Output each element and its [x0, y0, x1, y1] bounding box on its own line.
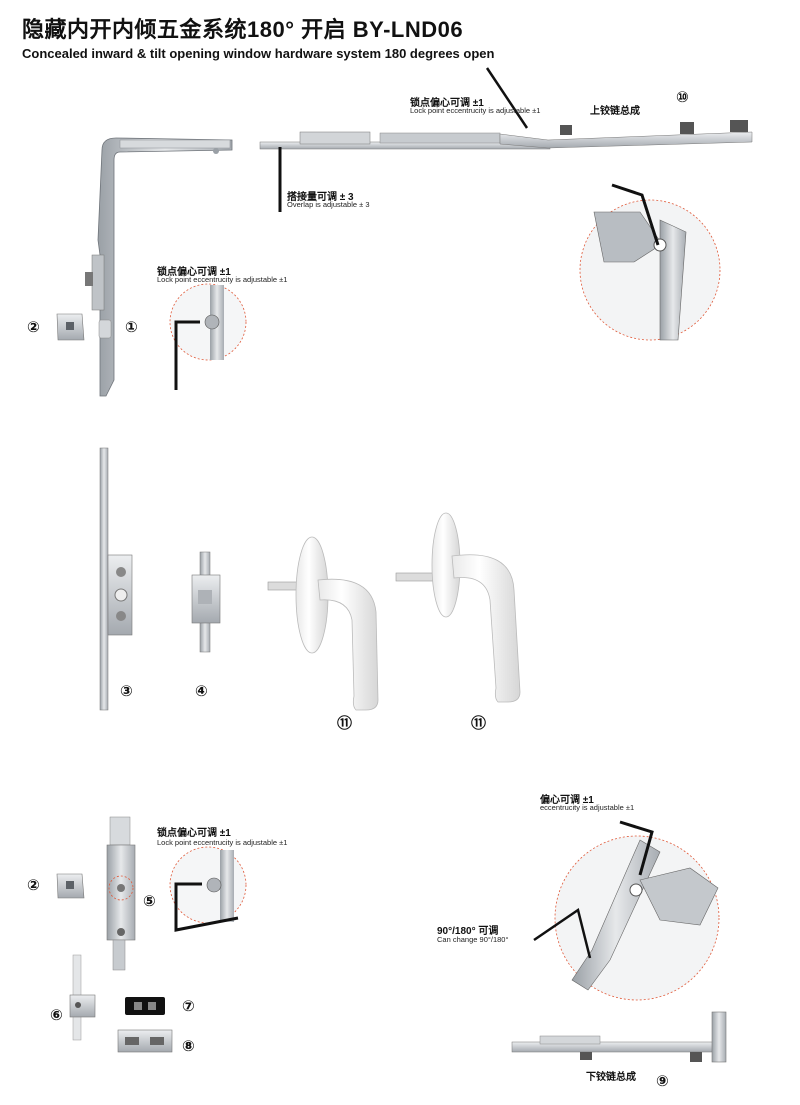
page-title: 隐藏内开内倾五金系统180° 开启 BY-LND06	[22, 17, 464, 42]
page-subtitle: Concealed inward & tilt opening window h…	[22, 46, 495, 61]
marker-11-left: ⑪	[337, 715, 353, 732]
upper-hinge-detail-circle	[579, 183, 721, 341]
lock-rod-5	[106, 816, 136, 971]
marker-1: ①	[125, 319, 138, 336]
keeper-2-lower	[56, 873, 85, 899]
keeper-2	[56, 313, 85, 341]
marker-6: ⑥	[50, 1007, 63, 1024]
lower-hinge-detail-circle	[533, 820, 720, 1001]
part-7	[125, 997, 165, 1015]
lower-hinge-assembly	[511, 1011, 727, 1063]
marker-8: ⑧	[182, 1038, 195, 1055]
marker-2-upper: ②	[27, 319, 40, 336]
angle-label: 90°/180° 可调	[437, 926, 499, 937]
marker-9: ⑨	[656, 1073, 669, 1090]
part-8	[117, 1029, 173, 1053]
marker-7: ⑦	[182, 998, 195, 1015]
drive-rod-3	[99, 447, 133, 711]
left-lock-label: 锁点偏心可调 ±1	[157, 267, 231, 278]
left-lock-sublabel: Lock point eccentrucity is adjustable ±1	[157, 275, 288, 284]
angle-sublabel: Can change 90°/180°	[437, 935, 509, 944]
mid-lock-label: 锁点偏心可调 ±1	[157, 828, 231, 839]
part-6	[69, 954, 96, 1041]
mid-lock-sublabel: Lock point eccentrucity is adjustable ±1	[157, 838, 288, 847]
eccentricity-label: 偏心可调 ±1	[540, 795, 594, 806]
lock-detail-circle-left	[169, 283, 247, 390]
marker-5: ⑤	[143, 893, 156, 910]
handle-11b	[395, 512, 521, 703]
lower-hinge-label: 下铰链总成	[586, 1072, 636, 1083]
top-arm-rail	[259, 67, 753, 212]
top-lock-label: 锁点偏心可调 ±1	[410, 98, 484, 109]
handle-11a	[267, 536, 379, 711]
marker-4: ④	[195, 683, 208, 700]
marker-3: ③	[120, 683, 133, 700]
lock-detail-circle-middle	[169, 846, 247, 932]
corner-stay-1	[85, 137, 233, 397]
upper-hinge-label: 上铰链总成	[590, 106, 640, 117]
marker-10: ⑩	[676, 89, 689, 106]
overlap-label: 搭接量可调 ± 3	[287, 192, 354, 203]
marker-2-lower: ②	[27, 877, 40, 894]
top-lock-sublabel: Lock point eccentrucity is adjustable ±1	[410, 106, 541, 115]
gearbox-4	[191, 551, 221, 653]
eccentricity-sublabel: eccentrucity is adjustable ±1	[540, 803, 635, 812]
marker-11-right: ⑪	[471, 715, 487, 732]
overlap-sublabel: Overlap is adjustable ± 3	[287, 200, 370, 209]
